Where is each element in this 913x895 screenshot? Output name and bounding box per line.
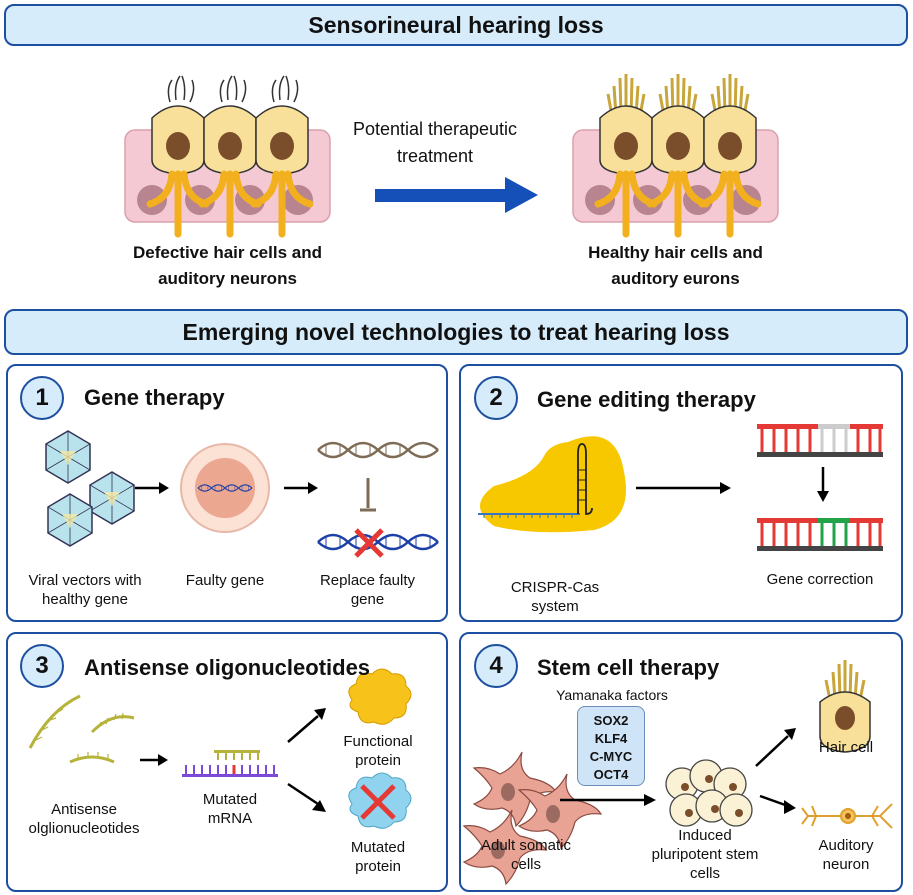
caption-functional-line1: Functional: [343, 733, 413, 750]
yamanaka-factors-box: SOX2 KLF4 C-MYC OCT4: [577, 706, 645, 786]
caption-gene-correction: Gene correction: [766, 571, 874, 588]
panel-title-antisense: Antisense oligonucleotides: [84, 655, 371, 680]
caption-replace-line2: gene: [350, 591, 385, 608]
top-banner: Sensorineural hearing loss: [4, 4, 908, 46]
factor-klf4: KLF4: [594, 731, 628, 746]
viral-vectors-illustration: [45, 430, 135, 547]
antisense-oligos-illustration: [28, 694, 135, 764]
caption-functional-line2: protein: [355, 752, 401, 769]
yamanaka-label: Yamanaka factors: [556, 687, 668, 703]
faulty-gene-cell: [180, 443, 270, 533]
defective-caption: Defective hair cells and auditory neuron…: [100, 240, 355, 292]
caption-ipsc-line2: pluripotent stem: [651, 846, 759, 863]
healthy-caption-line2: auditory eurons: [611, 269, 740, 288]
caption-oligos-line1: Antisense: [51, 801, 117, 818]
mutated-mrna-illustration: [182, 750, 278, 777]
caption-replace-gene: Replace faulty gene: [305, 571, 430, 609]
treatment-label-line2: treatment: [396, 146, 474, 166]
panel-number-1: 1: [20, 376, 64, 420]
caption-viral-line1: Viral vectors with: [28, 572, 142, 589]
treatment-label-line1: Potential therapeutic: [352, 119, 518, 139]
caption-mrna-line1: Mutated: [202, 791, 258, 808]
factor-oct4: OCT4: [593, 767, 629, 782]
panel-title-gene-therapy: Gene therapy: [84, 385, 225, 410]
middle-banner: Emerging novel technologies to treat hea…: [4, 309, 908, 355]
treatment-label: Potential therapeutic treatment: [340, 116, 530, 170]
caption-crispr: CRISPR-Cas system: [500, 578, 610, 616]
replace-gene-illustration: [316, 441, 440, 558]
caption-neuron-line2: neuron: [822, 856, 870, 873]
caption-neuron-line1: Auditory: [818, 837, 874, 854]
treatment-arrow: [375, 177, 538, 213]
caption-replace-line1: Replace faulty: [319, 572, 416, 589]
caption-crispr-line2: system: [531, 598, 579, 615]
crispr-cas-illustration: [478, 436, 626, 533]
auditory-neuron-icon: [801, 803, 893, 829]
factor-cmyc: C-MYC: [589, 749, 633, 764]
mutated-protein-icon: [348, 772, 412, 829]
defective-caption-line2: auditory neurons: [158, 269, 297, 288]
caption-ipsc-line1: Induced: [678, 827, 732, 844]
caption-faulty-gene: Faulty gene: [185, 572, 265, 589]
caption-antisense-oligos: Antisense olglionucleotides: [14, 800, 154, 838]
healthy-tissue-illustration: [572, 74, 779, 234]
panel-number-4: 4: [474, 644, 518, 688]
caption-somatic-cells: Adult somatic cells: [466, 836, 586, 874]
healthy-caption: Healthy hair cells and auditory eurons: [548, 240, 803, 292]
caption-mutated-mrna: Mutated mRNA: [185, 790, 275, 828]
caption-ipsc: Induced pluripotent stem cells: [630, 826, 780, 883]
caption-somatic-line1: Adult somatic: [480, 837, 572, 854]
panel-number-2: 2: [474, 376, 518, 420]
caption-somatic-line2: cells: [510, 856, 541, 873]
dna-before-correction: [757, 424, 883, 457]
factor-sox2: SOX2: [593, 713, 629, 728]
caption-oligos-line2: olglionucleotides: [28, 820, 140, 837]
dna-after-correction: [757, 518, 883, 551]
caption-hair-cell: Hair cell: [818, 739, 874, 756]
hair-cell-result-icon: [819, 660, 871, 753]
panel-title-stem-cell: Stem cell therapy: [537, 655, 720, 680]
caption-viral-vectors: Viral vectors with healthy gene: [20, 571, 150, 609]
caption-mutated-protein: Mutated protein: [330, 838, 426, 876]
caption-mutated-line2: protein: [355, 858, 401, 875]
defective-caption-line1: Defective hair cells and: [133, 243, 322, 262]
functional-protein-icon: [348, 668, 412, 725]
caption-mutated-line1: Mutated: [350, 839, 406, 856]
caption-ipsc-line3: cells: [689, 865, 720, 882]
healthy-caption-line1: Healthy hair cells and: [588, 243, 763, 262]
panel-number-3: 3: [20, 644, 64, 688]
caption-viral-line2: healthy gene: [42, 591, 128, 608]
caption-functional-protein: Functional protein: [330, 732, 426, 770]
caption-auditory-neuron: Auditory neuron: [800, 836, 892, 874]
ipsc-cluster-illustration: [665, 759, 753, 827]
defective-tissue-illustration: [124, 76, 331, 234]
caption-mrna-line2: mRNA: [207, 810, 253, 827]
caption-crispr-line1: CRISPR-Cas: [510, 579, 600, 596]
panel-title-gene-editing: Gene editing therapy: [537, 387, 756, 412]
